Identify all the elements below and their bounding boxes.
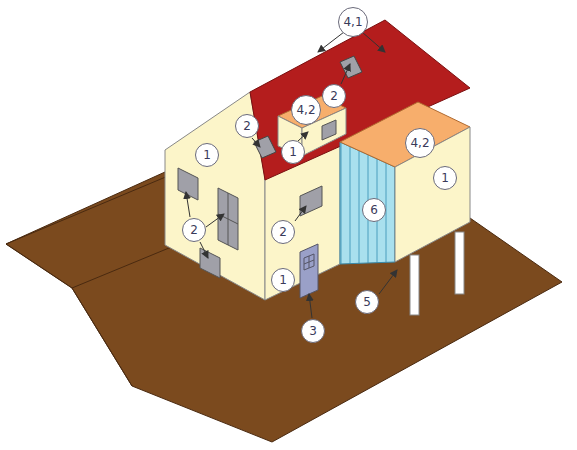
callout-number: 6 — [362, 198, 386, 222]
callout-text: 3 — [309, 325, 317, 337]
callout-text: 4,2 — [296, 104, 315, 116]
callout-number: 4,2 — [405, 128, 435, 158]
callout-text: 6 — [370, 204, 378, 216]
callout-number: 2 — [235, 114, 259, 138]
callout-number: 2 — [271, 220, 295, 244]
stilt — [410, 255, 419, 315]
window — [218, 188, 238, 250]
leader-line — [362, 32, 385, 52]
leader-line — [341, 64, 350, 84]
callout-number: 2 — [322, 84, 346, 108]
callout-text: 2 — [243, 120, 251, 132]
callout-number: 4,1 — [338, 7, 368, 37]
roof-window — [254, 136, 276, 158]
callout-text: 2 — [279, 226, 287, 238]
callout-text: 2 — [190, 224, 198, 236]
leader-line — [252, 138, 260, 147]
callout-number: 5 — [355, 290, 379, 314]
callout-text: 4,1 — [343, 16, 362, 28]
door-window — [304, 254, 314, 270]
callout-number: 4,2 — [291, 95, 321, 125]
leader-line — [318, 32, 344, 52]
callout-text: 1 — [441, 172, 449, 184]
ground-edge — [6, 244, 132, 386]
window — [178, 168, 198, 200]
window — [200, 248, 220, 278]
callout-text: 4,2 — [410, 137, 429, 149]
front-wall — [165, 92, 265, 300]
leader-line — [200, 242, 208, 258]
leader-line — [186, 192, 190, 217]
leader-line — [295, 206, 306, 221]
door-window-bar — [304, 260, 314, 264]
door — [300, 244, 318, 298]
annex-wall — [395, 127, 470, 262]
callout-text: 1 — [279, 274, 287, 286]
leader-line — [379, 270, 397, 294]
callout-text: 1 — [289, 146, 297, 158]
dormer-window — [322, 120, 336, 140]
ground-line — [6, 176, 168, 244]
callout-number: 3 — [301, 319, 325, 343]
roof-window — [340, 56, 362, 78]
window — [300, 186, 322, 216]
leader-line — [309, 294, 312, 318]
callout-text: 1 — [203, 149, 211, 161]
callout-number: 1 — [271, 268, 295, 292]
callout-text: 5 — [363, 296, 371, 308]
callout-number: 2 — [182, 218, 206, 242]
callout-number: 1 — [433, 166, 457, 190]
callout-number: 1 — [281, 140, 305, 164]
leader-lines — [186, 32, 397, 318]
stilt — [455, 232, 464, 294]
leader-line — [206, 214, 224, 227]
callout-number: 1 — [195, 143, 219, 167]
window-bar — [218, 214, 238, 224]
leader-line — [298, 132, 308, 141]
callout-text: 2 — [330, 90, 338, 102]
